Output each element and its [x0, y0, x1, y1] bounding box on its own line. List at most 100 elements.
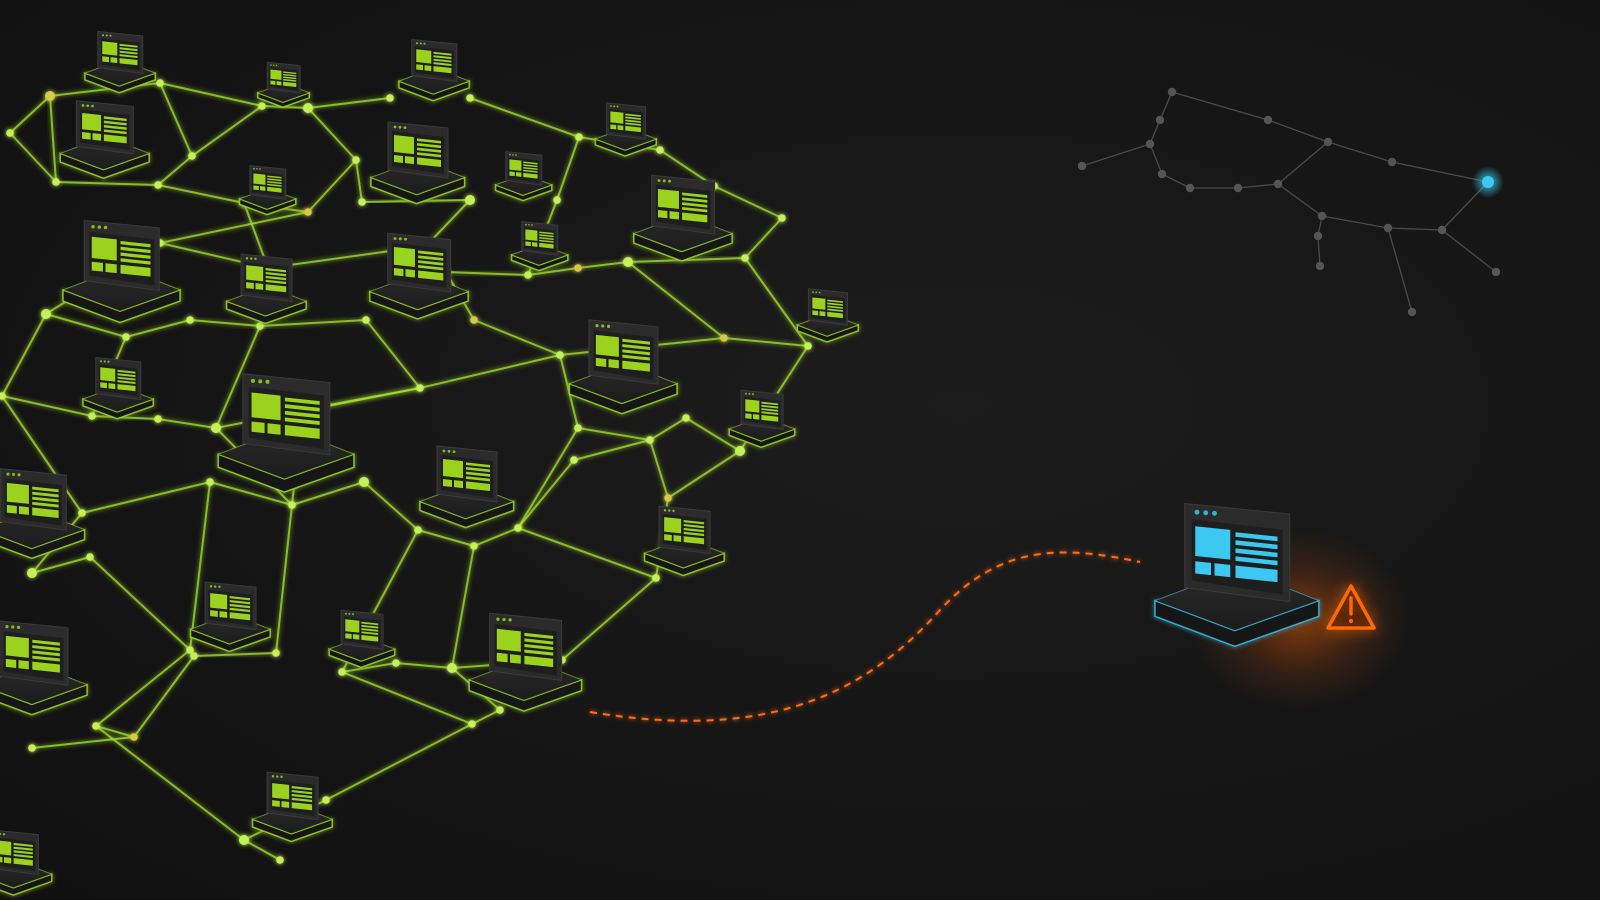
- network-link: [9, 132, 57, 183]
- network-link: [95, 725, 245, 841]
- network-link: [275, 504, 293, 654]
- network-link: [1, 313, 47, 397]
- network-joint: [575, 133, 583, 141]
- network-link: [45, 313, 127, 338]
- inactive-link: [1149, 143, 1163, 175]
- network-link: [517, 427, 579, 529]
- network-node: [494, 151, 554, 202]
- network-link: [744, 257, 809, 347]
- network-node: [189, 581, 272, 653]
- network-link: [159, 211, 309, 244]
- inactive-link: [1161, 173, 1191, 189]
- network-joint: [78, 509, 86, 517]
- network-link: [341, 671, 473, 725]
- network-link: [561, 577, 657, 661]
- network-joint: [45, 91, 55, 101]
- active-beacon: [1482, 176, 1494, 188]
- network-link: [291, 481, 365, 506]
- network-link: [159, 82, 193, 157]
- network-link: [307, 159, 357, 213]
- network-joint: [88, 412, 96, 420]
- network-joint: [276, 856, 284, 864]
- network-joint: [570, 456, 578, 464]
- network-joint: [154, 181, 162, 189]
- inactive-joint: [1155, 115, 1165, 125]
- network-link: [259, 319, 367, 327]
- network-joint: [574, 424, 582, 432]
- network-joint: [6, 129, 14, 137]
- network-joint: [646, 436, 654, 444]
- network-joint: [122, 333, 130, 341]
- network-link: [189, 319, 261, 327]
- network-link: [31, 736, 135, 749]
- network-joint: [130, 733, 138, 741]
- network-link: [1, 395, 83, 514]
- network-node: [58, 100, 151, 180]
- network-joint: [468, 720, 476, 728]
- inactive-link: [1171, 91, 1269, 121]
- network-link: [31, 556, 91, 574]
- network-node: [0, 468, 86, 560]
- network-node: [251, 771, 334, 843]
- network-link: [395, 662, 453, 669]
- network-link: [341, 662, 397, 673]
- network-joint: [206, 478, 214, 486]
- inactive-link: [1267, 119, 1329, 143]
- network-link: [517, 527, 657, 579]
- network-joint: [496, 706, 504, 714]
- network-joint: [466, 94, 474, 102]
- inactive-joint: [1491, 267, 1501, 277]
- network-joint: [720, 334, 728, 342]
- network-node: [567, 319, 679, 415]
- inactive-link: [1441, 229, 1497, 273]
- inactive-joint: [1315, 261, 1325, 271]
- network-joint: [470, 542, 478, 550]
- network-node: [368, 232, 470, 320]
- network-node: [795, 288, 860, 343]
- network-joint: [741, 254, 749, 262]
- network-link: [193, 652, 277, 657]
- network-link: [55, 181, 159, 186]
- network-joint: [392, 659, 400, 667]
- network-node: [632, 174, 734, 262]
- network-joint: [556, 351, 564, 359]
- network-joint: [52, 178, 60, 186]
- network-joint: [188, 152, 196, 160]
- network-node: [256, 61, 311, 108]
- network-node: [369, 121, 467, 205]
- network-node: [225, 253, 308, 325]
- warning-triangle-icon: [1326, 584, 1376, 630]
- network-joint: [664, 494, 672, 502]
- network-link: [189, 481, 211, 651]
- network-link: [473, 319, 561, 356]
- network-node: [727, 389, 797, 449]
- network-link: [713, 185, 783, 219]
- network-node: [238, 165, 298, 216]
- inactive-link: [1391, 161, 1489, 183]
- inactive-joint: [1167, 87, 1177, 97]
- network-link: [95, 649, 191, 727]
- network-joint: [239, 835, 249, 845]
- inactive-link: [1321, 215, 1389, 229]
- network-link: [157, 184, 245, 204]
- inactive-link: [1387, 227, 1413, 313]
- network-link: [91, 415, 159, 420]
- network-link: [517, 459, 575, 529]
- network-joint: [735, 446, 745, 456]
- network-joint: [0, 392, 6, 400]
- network-joint: [211, 423, 221, 433]
- network-link: [307, 97, 391, 109]
- network-joint: [386, 94, 394, 102]
- inactive-link: [1327, 141, 1393, 163]
- network-joint: [778, 214, 786, 222]
- network-link: [191, 105, 263, 157]
- inactive-joint: [1145, 139, 1155, 149]
- network-link: [451, 545, 475, 669]
- network-joint: [338, 668, 346, 676]
- network-joint: [258, 102, 266, 110]
- network-node: [0, 620, 89, 716]
- network-link: [95, 725, 135, 738]
- network-link: [471, 709, 501, 725]
- network-link: [556, 136, 580, 201]
- network-joint: [27, 568, 37, 578]
